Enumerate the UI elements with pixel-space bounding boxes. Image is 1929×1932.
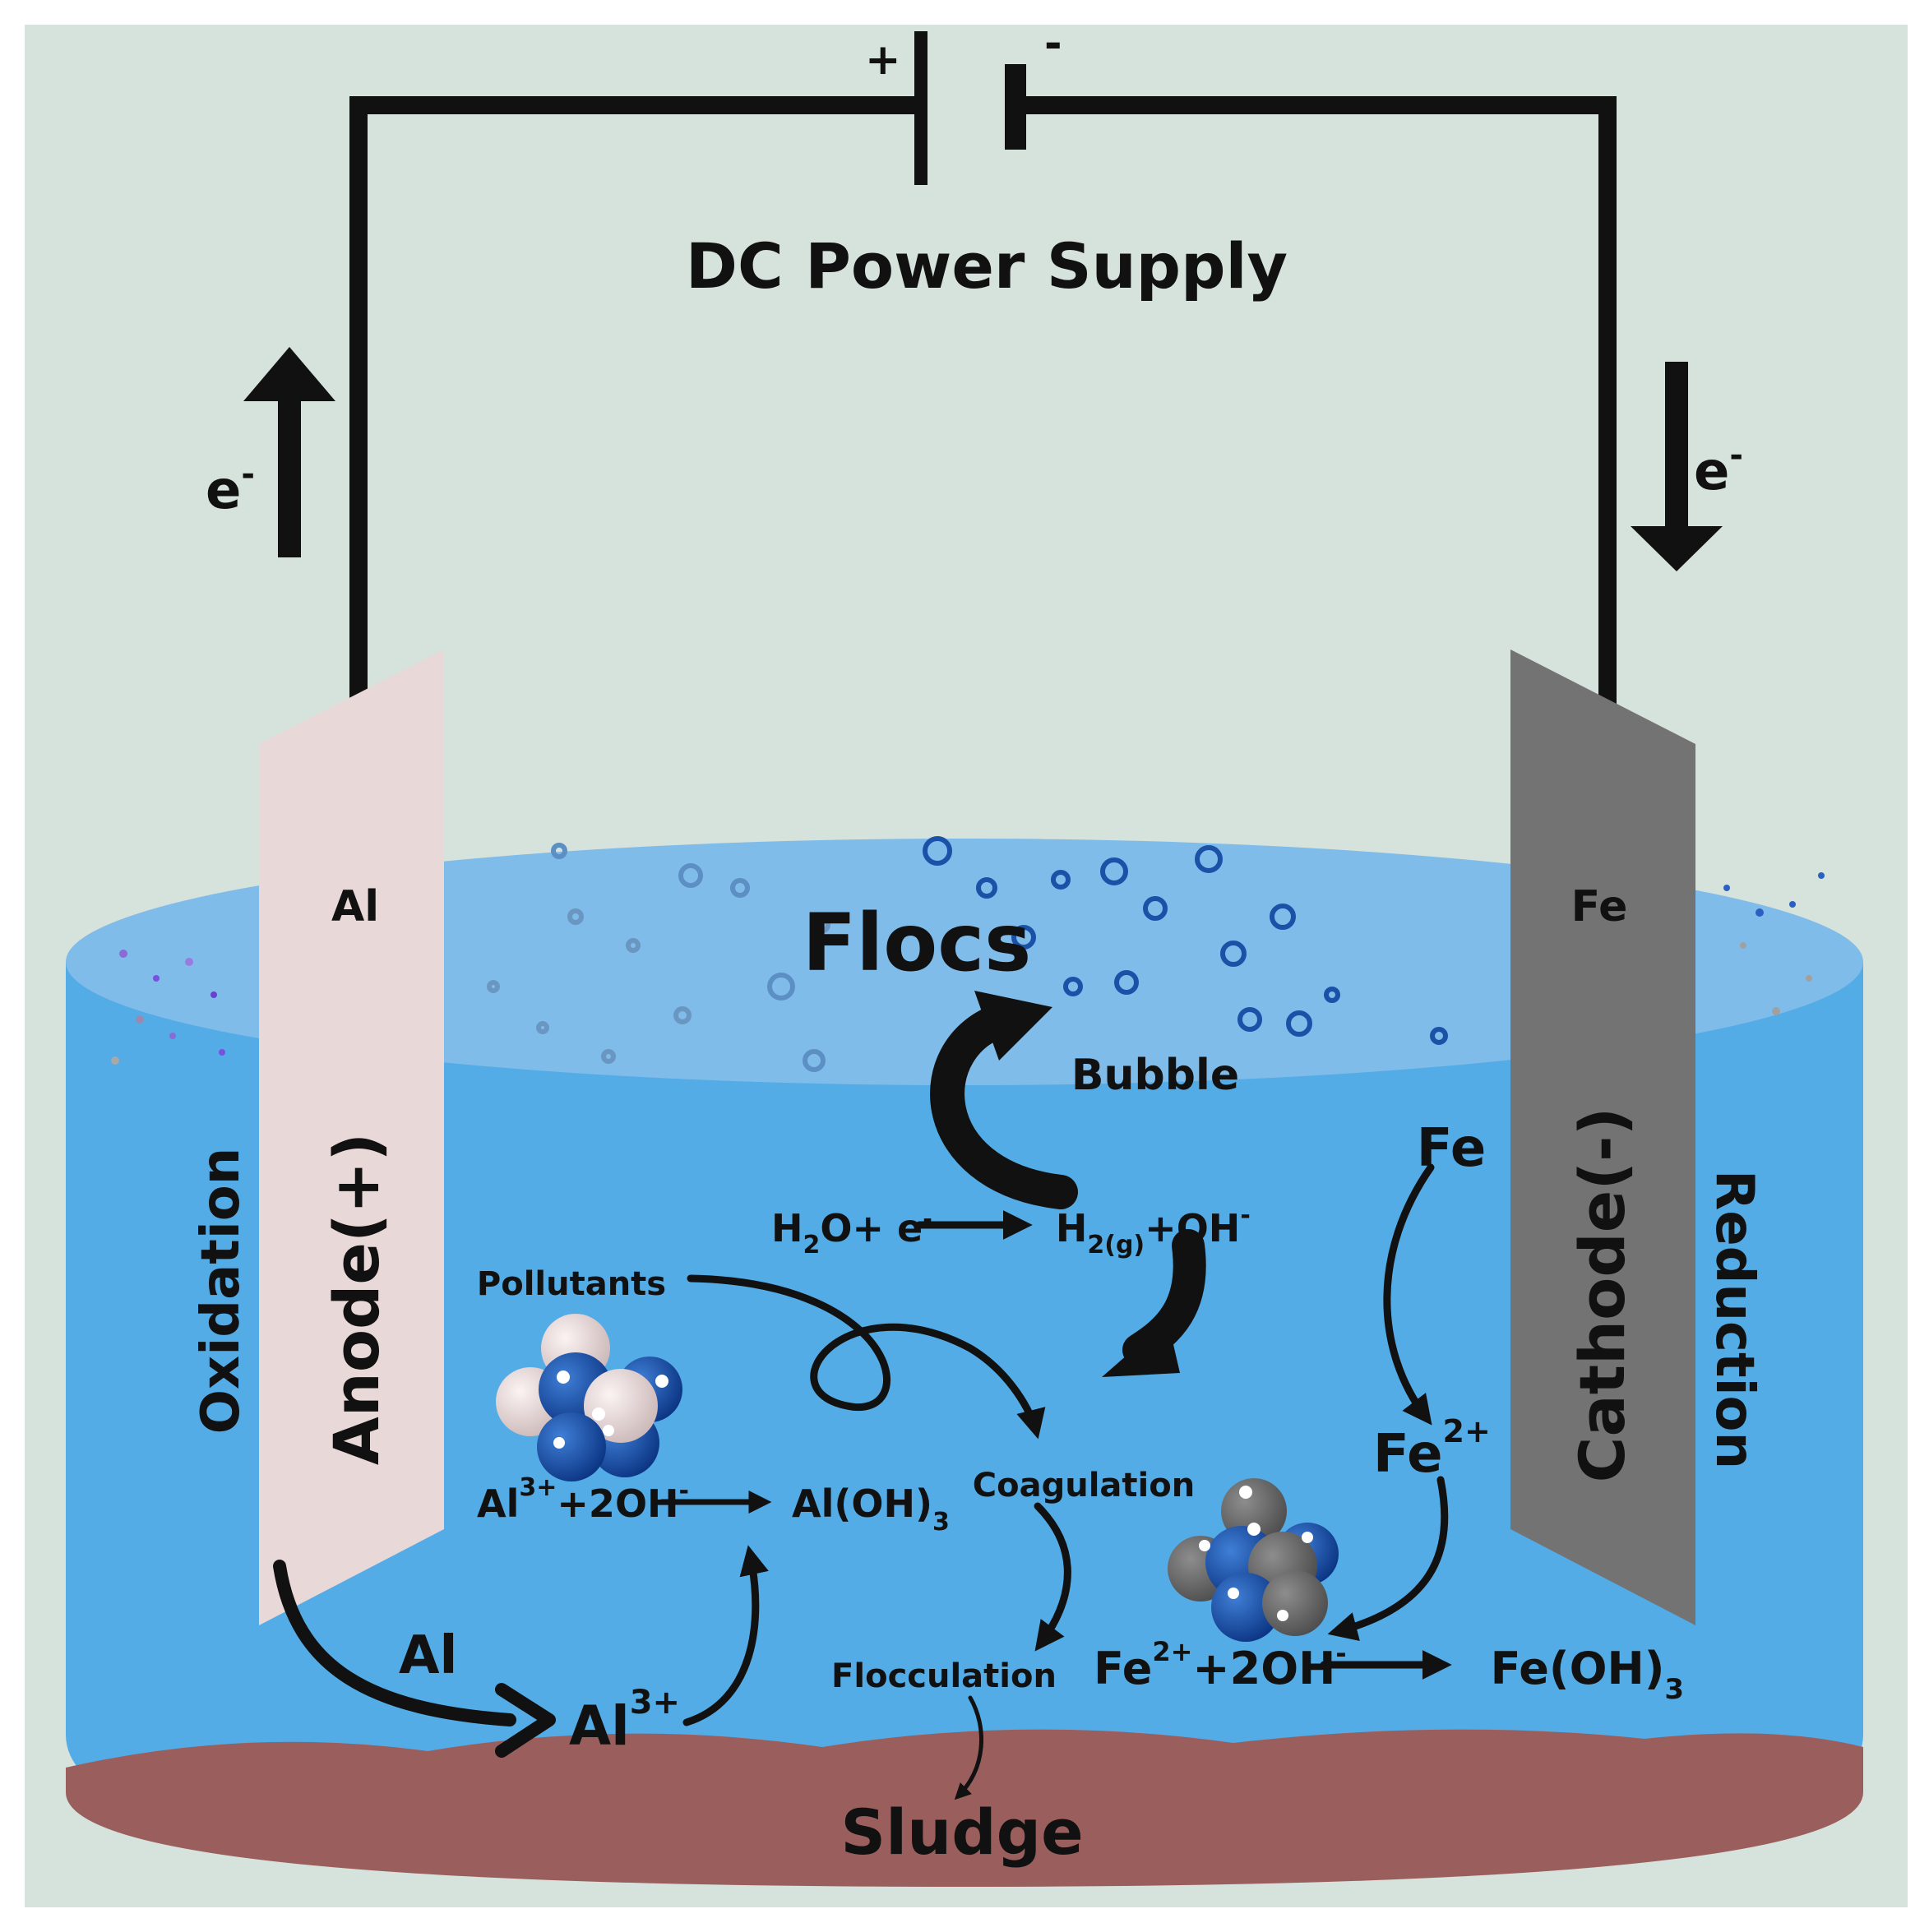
coagulation-to-flocculation-arrow bbox=[1034, 1502, 1071, 1652]
coagulation-label: Coagulation bbox=[973, 1467, 1195, 1504]
oxidation-label: Oxidation bbox=[191, 1148, 252, 1435]
water-surface bbox=[66, 839, 1863, 1085]
pollutants-label: Pollutants bbox=[477, 1265, 666, 1303]
al-hydroxide-reaction: Al3++2OH-Al(OH)3 bbox=[477, 1473, 950, 1537]
cathode-name-label: Cathode(-) bbox=[1566, 1107, 1639, 1483]
cathode-wire bbox=[1020, 96, 1617, 715]
al-ion-to-hydroxide-arrow bbox=[682, 1545, 769, 1726]
fe-ion-label: Fe2+ bbox=[1373, 1413, 1491, 1485]
flocculation-label: Flocculation bbox=[831, 1657, 1057, 1695]
flocs-label: Flocs bbox=[803, 897, 1031, 989]
hydroxide-arrow bbox=[1102, 1229, 1206, 1377]
cathode-metal-label: Fe bbox=[1571, 882, 1628, 931]
anode-plate bbox=[259, 649, 444, 1625]
water-reaction: H2O+ e-H2(g)+OH- bbox=[771, 1201, 1251, 1259]
pollutant-molecule-cluster bbox=[496, 1314, 682, 1481]
fe-to-fe-ion-arrow bbox=[1383, 1163, 1435, 1426]
sludge-label: Sludge bbox=[840, 1796, 1083, 1869]
battery-plus-label: + bbox=[865, 35, 901, 85]
particle-dots bbox=[111, 872, 1825, 1065]
al-dissolution-arrow bbox=[273, 1560, 556, 1758]
al-ion-label: Al3+ bbox=[569, 1684, 680, 1758]
sludge-layer bbox=[66, 1729, 1863, 1887]
anode-wire bbox=[349, 96, 917, 707]
bubble-label: Bubble bbox=[1071, 1051, 1239, 1100]
pollutants-arrow bbox=[687, 1274, 1046, 1440]
bubbles bbox=[487, 836, 1448, 1072]
bubble-cycle-arrow bbox=[930, 991, 1078, 1209]
electron-label-right: e- bbox=[1694, 437, 1743, 502]
electron-arrow-right bbox=[1631, 362, 1723, 571]
flocculation-to-sludge-arrow bbox=[954, 1695, 983, 1800]
anode-name-label: Anode(+) bbox=[320, 1133, 393, 1465]
electron-arrow-left bbox=[243, 347, 335, 557]
fe-hydroxide-reaction: Fe2++2OH-Fe(OH)3 bbox=[1094, 1636, 1684, 1706]
anode-metal-label: Al bbox=[331, 882, 379, 931]
process-arrows bbox=[659, 1163, 1452, 1800]
electron-label-left: e- bbox=[206, 455, 255, 521]
al-arrow-label: Al bbox=[399, 1625, 457, 1686]
fe-ion-to-hydroxide-arrow bbox=[1327, 1476, 1449, 1642]
power-supply-title: DC Power Supply bbox=[686, 229, 1288, 303]
fe-top-label: Fe bbox=[1417, 1118, 1487, 1179]
reduction-label: Reduction bbox=[1704, 1170, 1765, 1469]
cathode-plate bbox=[1510, 649, 1695, 1625]
iron-molecule-cluster bbox=[1168, 1478, 1339, 1642]
battery-minus-label: - bbox=[1044, 19, 1062, 68]
circuit bbox=[349, 31, 1617, 715]
